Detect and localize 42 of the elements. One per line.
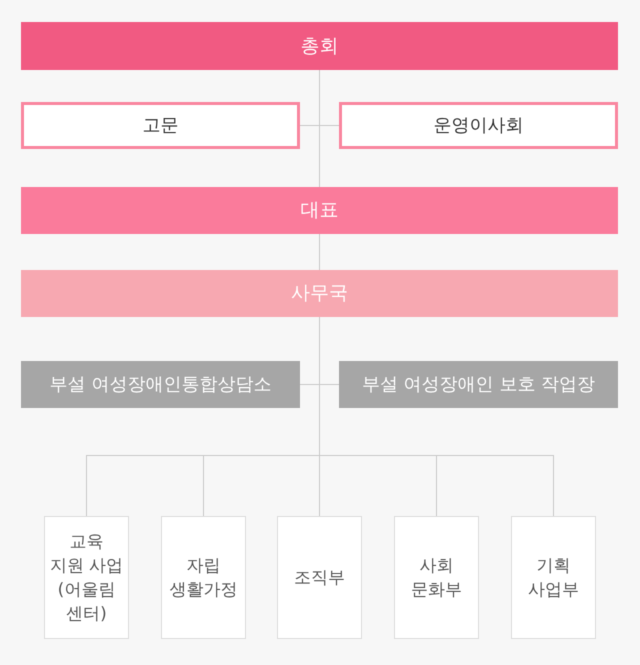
connector-line [319,455,320,516]
connector-line [86,455,204,456]
unit-name: 기획 사업부 [528,554,579,602]
org-unit-bar [21,270,618,317]
connector-line [319,455,437,456]
org-unit-box [511,516,596,639]
org-unit-box [339,102,618,149]
connector-line [300,125,320,126]
connector-line [203,455,320,456]
connector-line [319,234,320,270]
connector-line [319,125,320,188]
connector-line [436,455,437,516]
connector-line [203,455,204,516]
unit-name: 부설 여성장애인통합상담소 [50,373,272,396]
connector-line [553,455,554,516]
connector-line [436,455,554,456]
connector-line [319,384,340,385]
unit-name: 운영이사회 [434,114,524,137]
unit-name: 사무국 [291,281,348,306]
org-unit-box [277,516,362,639]
connector-line [319,125,340,126]
unit-name: 교육 지원 사업 (어울림 센터) [50,530,124,626]
unit-name: 총회 [300,34,338,58]
org-unit-bar [21,361,300,408]
org-unit-box [161,516,246,639]
unit-name: 고문 [142,114,178,137]
unit-name: 조직부 [294,566,345,590]
org-unit-box [394,516,479,639]
org-unit-bar [339,361,618,408]
unit-name: 부설 여성장애인 보호 작업장 [362,373,596,396]
org-unit-bar [21,22,618,70]
connector-line [86,455,87,516]
unit-name: 자립 생활가정 [170,554,238,602]
connector-line [300,384,320,385]
connector-line [319,316,320,385]
org-unit-bar [21,187,618,234]
connector-line [319,70,320,126]
org-unit-box [44,516,129,639]
org-unit-box [21,102,300,149]
connector-line [319,384,320,456]
unit-name: 대표 [300,198,338,223]
unit-name: 사회 문화부 [411,554,462,602]
